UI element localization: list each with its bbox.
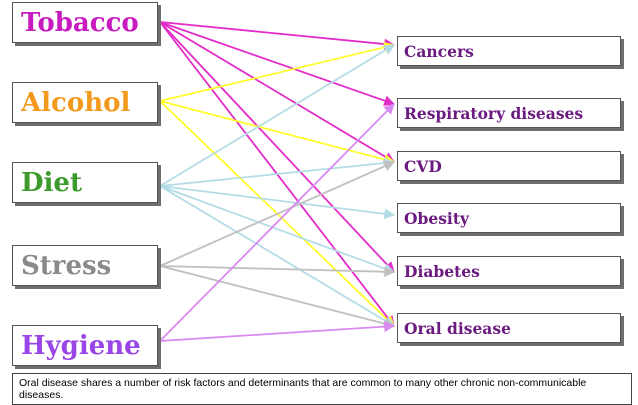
link-tobacco-to-respiratory-diseases — [159, 21, 396, 106]
link-diet-to-oral-disease — [159, 185, 395, 327]
link-hygiene-to-respiratory-diseases — [159, 103, 395, 342]
outcome-box-obesity: Obesity — [397, 203, 621, 233]
outcome-box-cvd: CVD — [397, 151, 621, 181]
outcome-label-obesity: Obesity — [404, 208, 469, 228]
link-diet-to-obesity — [159, 185, 396, 220]
outcome-label-respiratory-diseases: Respiratory diseases — [404, 103, 584, 123]
link-diet-to-cvd — [159, 157, 396, 187]
link-tobacco-to-diabetes — [159, 21, 395, 273]
link-stress-to-cvd — [159, 161, 395, 267]
link-alcohol-to-cvd — [159, 100, 396, 165]
risk-label-diet: Diet — [21, 167, 82, 198]
outcome-box-oral-disease: Oral disease — [397, 313, 621, 343]
risk-box-diet: Diet — [12, 162, 158, 203]
link-diet-to-cancers — [159, 44, 395, 187]
link-diet-to-diabetes — [159, 185, 396, 274]
caption-text: Oral disease shares a number of risk fac… — [19, 377, 587, 401]
link-alcohol-to-cancers — [159, 42, 396, 102]
link-stress-to-oral-disease — [159, 265, 396, 329]
link-tobacco-to-cancers — [159, 21, 396, 50]
risk-box-alcohol: Alcohol — [12, 82, 158, 123]
risk-label-hygiene: Hygiene — [21, 330, 141, 361]
outcome-label-cancers: Cancers — [404, 41, 474, 61]
risk-box-tobacco: Tobacco — [12, 2, 158, 43]
link-tobacco-to-cvd — [159, 21, 395, 163]
outcome-label-diabetes: Diabetes — [404, 261, 480, 281]
risk-label-alcohol: Alcohol — [21, 87, 131, 118]
link-hygiene-to-oral-disease — [159, 321, 396, 342]
outcome-label-cvd: CVD — [404, 156, 442, 176]
outcome-label-oral-disease: Oral disease — [404, 318, 511, 338]
risk-label-tobacco: Tobacco — [21, 7, 139, 38]
outcome-box-cancers: Cancers — [397, 36, 621, 66]
caption-box: Oral disease shares a number of risk fac… — [12, 373, 632, 405]
outcome-box-diabetes: Diabetes — [397, 256, 621, 286]
risk-label-stress: Stress — [21, 250, 112, 281]
link-stress-to-diabetes — [159, 265, 396, 278]
risk-box-stress: Stress — [12, 245, 158, 286]
risk-box-hygiene: Hygiene — [12, 325, 158, 366]
outcome-box-respiratory-diseases: Respiratory diseases — [397, 98, 621, 128]
